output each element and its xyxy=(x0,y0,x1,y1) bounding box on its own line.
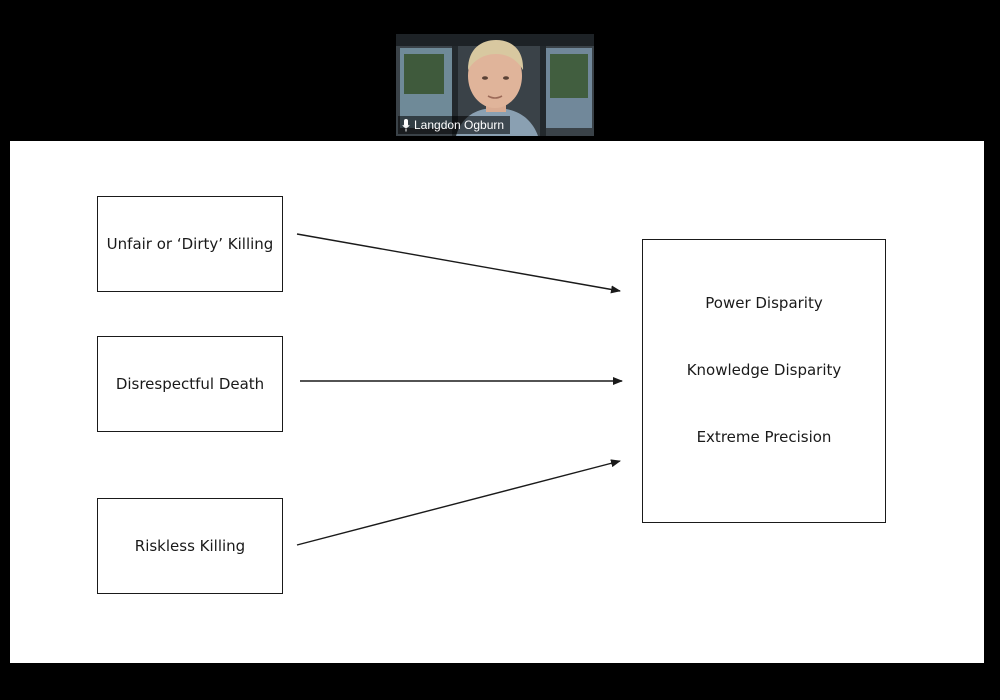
shared-slide: Unfair or ‘Dirty’ Killing Disrespectful … xyxy=(10,141,984,663)
arrow-layer xyxy=(296,233,623,546)
participant-video-tile[interactable]: Langdon Ogburn xyxy=(396,34,594,136)
arrow-1 xyxy=(296,233,621,294)
effect-power-disparity: Power Disparity xyxy=(705,294,823,312)
participant-name-tag: Langdon Ogburn xyxy=(398,116,511,134)
cause-box-riskless-killing: Riskless Killing xyxy=(97,498,283,594)
participant-name: Langdon Ogburn xyxy=(414,118,505,132)
cause-label: Unfair or ‘Dirty’ Killing xyxy=(106,235,274,253)
cause-label: Riskless Killing xyxy=(134,537,246,555)
cause-box-disrespectful-death: Disrespectful Death xyxy=(97,336,283,432)
effect-box: Power Disparity Knowledge Disparity Extr… xyxy=(642,239,886,523)
cause-box-unfair-killing: Unfair or ‘Dirty’ Killing xyxy=(97,196,283,292)
microphone-icon xyxy=(402,118,410,132)
effect-knowledge-disparity: Knowledge Disparity xyxy=(686,361,842,379)
effect-extreme-precision: Extreme Precision xyxy=(696,428,832,446)
cause-label: Disrespectful Death xyxy=(115,375,265,393)
arrow-3 xyxy=(296,459,621,546)
